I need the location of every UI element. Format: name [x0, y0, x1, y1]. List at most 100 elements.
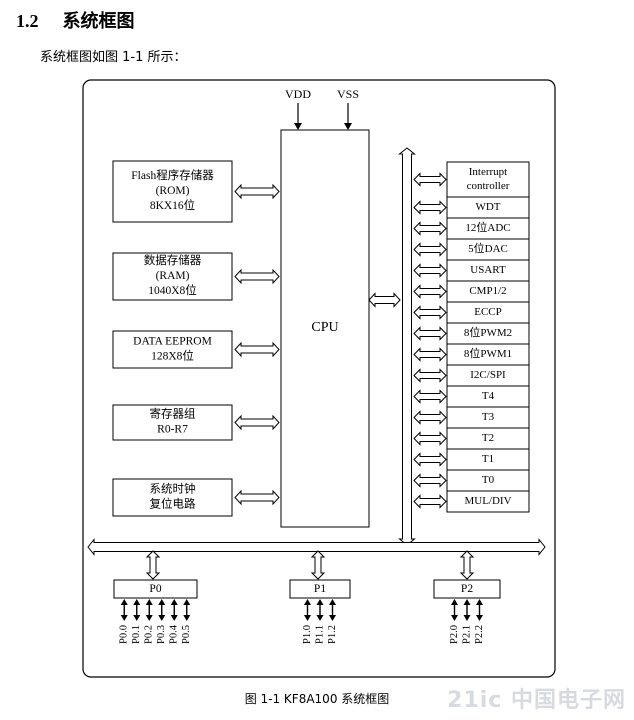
- peripheral-label: CMP1/2: [469, 285, 506, 297]
- peripheral-block: 12位ADC: [446, 217, 530, 240]
- memory-block-text: 数据存储器: [144, 253, 202, 267]
- vss-label: VSS: [337, 87, 359, 101]
- port-label: P1: [314, 583, 326, 595]
- peripheral-block: 8位PWM2: [446, 322, 530, 345]
- port-pin: P1.1: [314, 599, 325, 644]
- peripheral-block: CMP1/2: [446, 280, 530, 303]
- memory-block-text: 8KX16位: [150, 198, 195, 212]
- peripheral-bus-arrow: [413, 305, 447, 320]
- vdd-arrow: [294, 103, 302, 130]
- memory-block-text: 系统时钟: [150, 482, 196, 496]
- peripheral-label: 8位PWM2: [464, 325, 512, 339]
- port-pin: P2.2: [474, 599, 485, 644]
- peripheral-label: 5位DAC: [468, 241, 508, 255]
- section-number: 1.2: [16, 11, 39, 31]
- port-block: P2: [433, 579, 501, 599]
- watermark-logo: 21ic 中国电子网: [447, 688, 626, 713]
- section-title: 系统框图: [62, 11, 135, 32]
- internal-bus-vertical: [398, 147, 416, 546]
- port-pin-label: P2.2: [474, 625, 485, 644]
- port-pin-label: P0.0: [119, 625, 130, 644]
- peripheral-block: T1: [446, 448, 530, 471]
- cpu-bus-arrow: [368, 292, 401, 308]
- port-pin: P2.1: [461, 599, 472, 644]
- peripheral-block: 8位PWM1: [446, 343, 530, 366]
- peripheral-bus-arrow: [413, 284, 447, 299]
- port-bus-arrow: [310, 550, 326, 580]
- section-heading: 1.2 系统框图: [16, 8, 135, 34]
- port-pin-label: P0.5: [181, 625, 192, 644]
- port-pin-label: P1.2: [327, 625, 338, 644]
- port-pin: P0.2: [144, 599, 155, 644]
- diagram-frame: [82, 79, 556, 678]
- io-bus-horizontal: [87, 538, 546, 556]
- port-pin: P0.5: [181, 599, 192, 644]
- peripheral-bus-arrow: [413, 452, 447, 467]
- port-block: P1: [289, 579, 351, 599]
- peripheral-bus-arrow: [413, 347, 447, 362]
- port-pin: P2.0: [449, 599, 460, 644]
- peripheral-block: T4: [446, 385, 530, 408]
- peripheral-bus-arrow: [413, 473, 447, 488]
- memory-block: Flash程序存储器 (ROM)8KX16位: [112, 160, 233, 223]
- memory-block-text: DATA EEPROM: [133, 336, 212, 348]
- cpu-label: CPU: [311, 320, 338, 335]
- peripheral-label: controller: [467, 180, 510, 192]
- vss-arrow: [344, 103, 352, 130]
- peripheral-label: T2: [482, 432, 494, 444]
- port-pin-label: P2.0: [449, 625, 460, 644]
- port-pin-label: P0.2: [144, 625, 155, 644]
- port-pin: P0.1: [131, 599, 142, 644]
- peripheral-block: MUL/DIV: [446, 490, 530, 513]
- peripheral-label: T3: [482, 411, 495, 423]
- port-pin: P0.4: [169, 599, 180, 644]
- peripheral-label: T1: [482, 453, 494, 465]
- peripheral-label: T0: [482, 474, 495, 486]
- peripheral-block: USART: [446, 259, 530, 282]
- memory-block-text: 寄存器组: [150, 407, 196, 421]
- peripheral-block: T2: [446, 427, 530, 450]
- memory-block-text: 复位电路: [150, 497, 196, 511]
- figure-caption: 图 1-1 KF8A100 系统框图: [244, 692, 390, 706]
- peripheral-block: WDT: [446, 196, 530, 219]
- port-pin-label: P0.1: [131, 625, 142, 644]
- memory-cpu-arrow: [234, 183, 280, 200]
- memory-block-text: (ROM): [156, 185, 190, 197]
- peripheral-bus-arrow: [413, 242, 447, 257]
- peripheral-block: 5位DAC: [446, 238, 530, 261]
- peripheral-bus-arrow: [413, 200, 447, 215]
- memory-block-text: R0-R7: [157, 424, 188, 436]
- peripheral-label: ECCP: [474, 306, 502, 318]
- vdd-label: VDD: [285, 87, 311, 101]
- port-pin: P0.0: [119, 599, 130, 644]
- peripheral-label: I2C/SPI: [470, 369, 506, 381]
- peripheral-label: MUL/DIV: [464, 495, 511, 507]
- port-pin-label: P1.1: [314, 625, 325, 644]
- memory-block-text: (RAM): [156, 270, 190, 282]
- port-label: P2: [461, 583, 473, 595]
- port-label: P0: [149, 583, 161, 595]
- peripheral-bus-arrow: [413, 389, 447, 404]
- peripheral-label: USART: [470, 264, 506, 276]
- memory-block-text: Flash程序存储器: [131, 168, 214, 182]
- peripheral-bus-arrow: [413, 431, 447, 446]
- port-pin-label: P2.1: [461, 625, 472, 644]
- cpu-block: [280, 129, 370, 528]
- peripheral-bus-arrow: [413, 368, 447, 383]
- peripheral-block: ECCP: [446, 301, 530, 324]
- port-bus-arrow: [145, 550, 161, 580]
- memory-block-text: 128X8位: [151, 349, 194, 363]
- memory-block-text: 1040X8位: [148, 283, 197, 297]
- peripheral-label: 8位PWM1: [464, 346, 512, 360]
- peripheral-bus-arrow: [413, 263, 447, 278]
- peripheral-label: 12位ADC: [465, 220, 510, 234]
- memory-cpu-arrow: [234, 268, 280, 285]
- peripheral-bus-arrow: [413, 172, 447, 187]
- intro-paragraph: 系统框图如图 1-1 所示：: [40, 50, 187, 65]
- peripheral-bus-arrow: [413, 494, 447, 509]
- memory-block: 寄存器组 R0-R7: [112, 404, 233, 441]
